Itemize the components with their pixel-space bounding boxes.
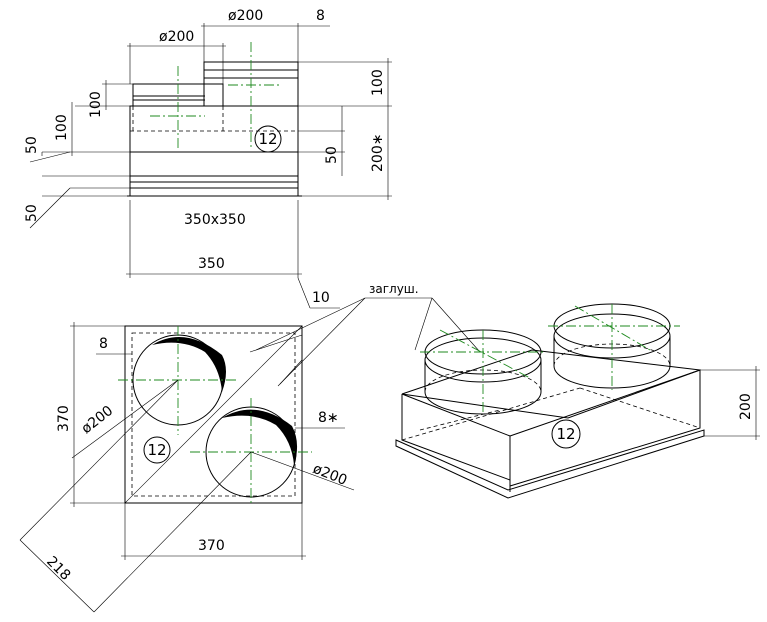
- dim-10: 10: [312, 290, 330, 306]
- dim-leader-50-lower: [29, 187, 71, 229]
- plan-part-mark-circle: [143, 436, 171, 464]
- dim-d200-right-plan: ø200: [311, 461, 350, 489]
- dim-leader-d200-left: [71, 379, 179, 459]
- dim-350: 350: [198, 256, 225, 272]
- front-view: ø200 ø200 8 100 200∗ 50 100 100 50 50: [24, 8, 392, 309]
- caps-leader: [414, 297, 433, 351]
- dim-100-right: 100: [370, 69, 386, 96]
- iso-left-face: [401, 394, 511, 481]
- part-mark: 12: [258, 130, 277, 148]
- dim-350x350: 350x350: [184, 212, 246, 228]
- dim-100-left-lower: 100: [54, 114, 70, 141]
- iso-collar-right-body: [553, 336, 671, 389]
- caps-leader: [255, 297, 366, 351]
- caps-leader: [431, 297, 481, 353]
- dim-100-left-upper: 100: [88, 91, 104, 118]
- iso-right-face: [509, 369, 701, 487]
- plan-outer: [124, 325, 303, 504]
- dim-d200-left: ø200: [159, 29, 194, 45]
- iso-base-flange: [395, 429, 705, 499]
- plan-inner-hidden: [131, 332, 296, 497]
- front-body-lower: [129, 152, 299, 189]
- iso-top-face: [401, 349, 701, 419]
- iso-part-mark: 12: [556, 425, 575, 443]
- dim-d200-right: ø200: [228, 8, 263, 24]
- dim-ext-218: [93, 451, 252, 613]
- dim-370-h: 370: [198, 538, 225, 554]
- dim-50-right: 50: [324, 146, 340, 164]
- dim-leader-d200-right: [250, 451, 355, 491]
- dim-leader-10: [297, 277, 311, 309]
- dim-50-left-upper: 50: [24, 136, 40, 154]
- dim-ext-218: [19, 379, 179, 541]
- caps-leaders: заглуш.: [255, 282, 481, 387]
- dim-line-218: [19, 539, 95, 613]
- iso-axis: [574, 305, 651, 351]
- plan-collar-left: [152, 337, 226, 392]
- dim-8-star: 8∗: [318, 410, 339, 426]
- plan-cap-line: [249, 334, 303, 353]
- iso-front-edge: [401, 393, 511, 437]
- caps-leader: [277, 297, 366, 387]
- iso-collar-left-body: [424, 360, 542, 415]
- dim-d200-left-plan: ø200: [79, 403, 117, 437]
- plan-diagonal: [124, 325, 303, 504]
- iso-hidden: [579, 387, 701, 429]
- dim-8: 8: [316, 8, 325, 24]
- part-mark-circle: [254, 125, 282, 153]
- dim-leader-50-upper: [29, 151, 71, 163]
- dim-200-star: 200∗: [370, 134, 386, 172]
- iso-axis: [439, 329, 531, 379]
- caps-label: заглуш.: [369, 282, 419, 296]
- plan-view: 370 370 8 8∗ ø200 ø200 218 12: [19, 322, 355, 613]
- dim-50-left-lower: 50: [24, 204, 40, 222]
- dim-200-iso: 200: [738, 393, 754, 420]
- iso-view: 200 12: [395, 303, 760, 499]
- dim-370-v: 370: [56, 405, 72, 432]
- dim-8-edge: 8: [99, 336, 108, 352]
- plan-part-mark: 12: [147, 441, 166, 459]
- iso-part-mark-circle: [551, 419, 581, 449]
- plan-collar-right: [222, 409, 298, 465]
- dim-218: 218: [43, 554, 73, 584]
